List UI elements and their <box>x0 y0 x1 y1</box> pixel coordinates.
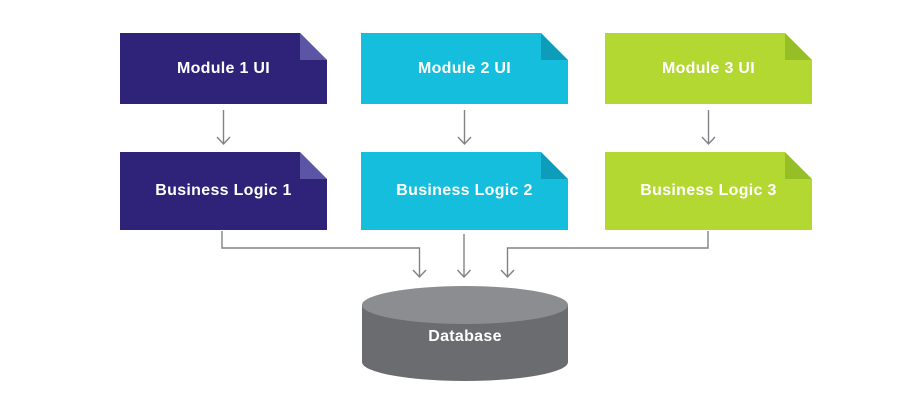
business-logic-2-box: Business Logic 2 <box>361 152 568 230</box>
elbow-arrow-right-icon <box>500 231 709 279</box>
cylinder-icon <box>362 286 568 381</box>
database-label: Database <box>428 328 502 345</box>
module-2-ui-box: Module 2 UI <box>361 33 568 104</box>
folded-corner-icon <box>785 152 812 179</box>
module-box-label: Module 3 UI <box>661 59 756 77</box>
elbow-arrow-left-icon <box>221 231 427 279</box>
logic-box-label: Business Logic 1 <box>155 182 292 199</box>
cylinder-body <box>362 305 568 381</box>
business-logic-3-box: Business Logic 3 <box>605 152 812 230</box>
business-logic-1-box: Business Logic 1 <box>120 152 327 230</box>
folded-corner-icon <box>541 33 568 60</box>
arrow-down-icon <box>701 110 716 146</box>
arrow-down-icon <box>216 110 231 146</box>
logic-box-label: Business Logic 3 <box>640 182 777 199</box>
folded-corner-icon <box>785 33 812 60</box>
cylinder-top <box>362 286 568 324</box>
database-cylinder: Database <box>362 286 568 382</box>
module-1-ui-box: Module 1 UI <box>120 33 327 104</box>
logic-box-label: Business Logic 2 <box>396 182 533 199</box>
module-box-label: Module 2 UI <box>417 59 512 77</box>
folded-corner-icon <box>541 152 568 179</box>
arrow-down-icon <box>456 234 472 279</box>
folded-corner-icon <box>300 152 327 179</box>
module-3-ui-box: Module 3 UI <box>605 33 812 104</box>
arrow-down-icon <box>457 110 472 146</box>
module-box-label: Module 1 UI <box>176 59 271 77</box>
folded-corner-icon <box>300 33 327 60</box>
